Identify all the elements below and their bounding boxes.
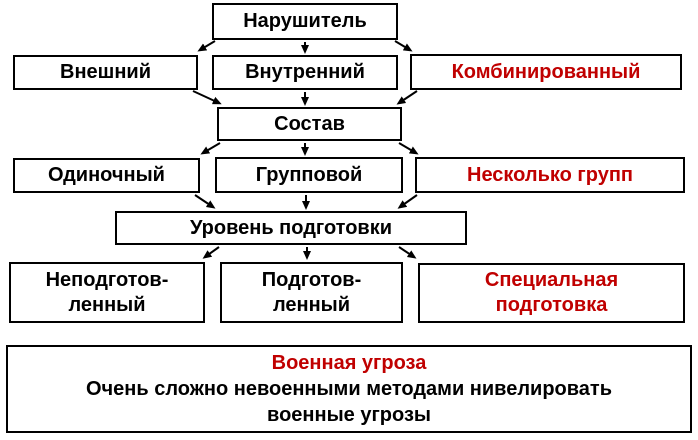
node-neskolko-grupp: Несколько групп [415, 157, 685, 193]
node-narushitel: Нарушитель [212, 3, 398, 40]
node-uroven-podgotovki: Уровень подготовки [115, 211, 467, 245]
arrow-narushitel-to-vneshniy [197, 40, 216, 52]
voennaya-ugroza-body-line1: Очень сложно невоенными методами нивелир… [85, 378, 613, 400]
arrow-neskolko-grupp-to-uroven [397, 194, 418, 209]
arrow-odinochnyi-to-uroven [194, 194, 216, 209]
node-podgotovlennyi-line1: Подготов- [261, 268, 362, 291]
node-spetsialnaya-podgotovka: Специальная подготовка [418, 263, 685, 323]
arrow-uroven-to-spetsialnaya [398, 246, 417, 259]
arrow-narushitel-to-kombinirovannyi [394, 40, 413, 52]
arrow-sostav-to-neskolko-grupp [398, 142, 419, 155]
node-podgotovlennyi: Подготов- ленный [220, 262, 403, 323]
node-spetsialnaya-line2: подготовка [495, 294, 608, 316]
voennaya-ugroza-body-line2: военные угрозы [267, 404, 431, 426]
arrow-kombinirovannyi-to-sostav [396, 90, 418, 105]
node-vnutrenniy: Внутренний [212, 55, 398, 90]
arrow-sostav-to-odinochnyi [200, 142, 221, 155]
voennaya-ugroza-title: Военная угроза [271, 352, 427, 374]
node-spetsialnaya-line1: Специальная [484, 269, 619, 291]
node-nepodgotovlennyi: Неподготов- ленный [9, 262, 205, 323]
arrow-uroven-to-nepodgotovlennyi [202, 246, 220, 259]
node-nepodgotovlennyi-line2: ленный [68, 293, 146, 316]
node-podgotovlennyi-line2: ленный [272, 293, 351, 316]
arrow-vneshniy-to-sostav [192, 90, 222, 105]
node-voennaya-ugroza: Военная угроза Очень сложно невоенными м… [6, 345, 692, 433]
node-nepodgotovlennyi-line1: Неподготов- [45, 268, 169, 291]
node-sostav: Состав [217, 107, 402, 141]
node-gruppovoy: Групповой [215, 157, 403, 193]
node-vneshniy: Внешний [13, 55, 198, 90]
node-odinochnyi: Одиночный [13, 158, 200, 193]
node-kombinirovannyi: Комбинированный [410, 54, 682, 90]
